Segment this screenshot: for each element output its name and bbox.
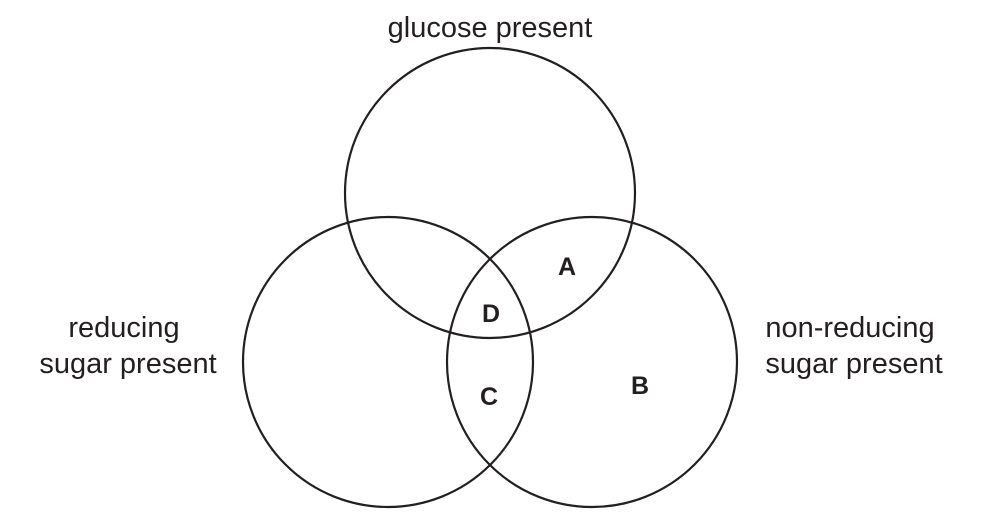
reducing-sugar-label-line-2: sugar present (39, 348, 216, 380)
region-d-label: D (482, 300, 500, 328)
reducing-sugar-label: reducing sugar present (39, 312, 216, 380)
glucose-present-label: glucose present (388, 12, 593, 44)
region-a-label: A (558, 253, 576, 281)
non-reducing-sugar-label-line-2: sugar present (765, 348, 942, 380)
reducing-sugar-label-line-1: reducing (68, 312, 179, 344)
non-reducing-sugar-circle (445, 215, 739, 509)
region-b-label: B (631, 372, 649, 400)
reducing-sugar-circle (241, 215, 535, 509)
region-c-label: C (480, 383, 498, 411)
glucose-present-circle (343, 46, 637, 340)
non-reducing-sugar-label: non-reducing sugar present (765, 312, 942, 380)
non-reducing-sugar-label-line-1: non-reducing (765, 312, 934, 344)
